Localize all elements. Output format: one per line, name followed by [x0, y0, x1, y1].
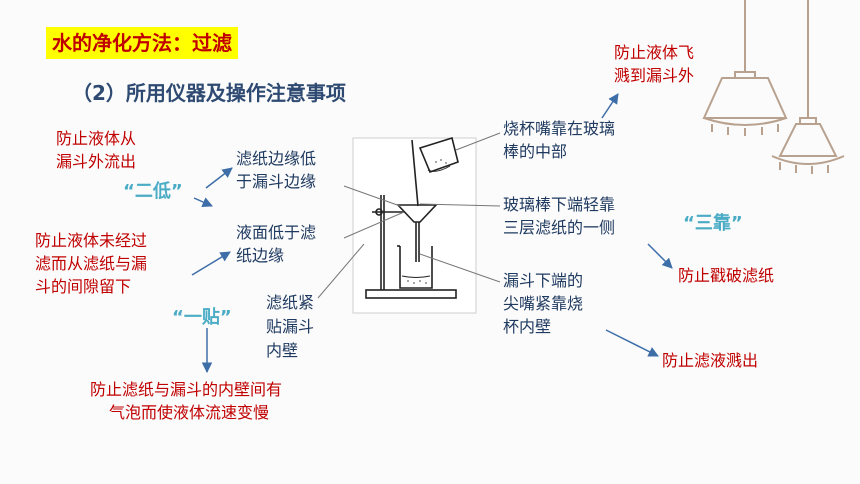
- rule-liquid-lower-line1: 液面低于滤: [236, 223, 317, 242]
- rule-funnel-tip-line2: 尖嘴紧靠烧: [503, 294, 584, 313]
- rule-beaker-spout-line2: 棒的中部: [503, 142, 568, 161]
- note-prevent-filtrate-splash: 防止滤液溅出: [662, 351, 759, 370]
- rule-tie-line1: 滤纸紧: [266, 293, 315, 312]
- note-bubbles-line1: 防止滤纸与漏斗的内壁间有: [90, 380, 283, 399]
- label-yitie: “一贴”: [172, 307, 232, 328]
- note-bubbles-line2: 气泡而使液体流速变慢: [109, 403, 270, 422]
- subtitle: （2）所用仪器及操作注意事项: [72, 81, 346, 105]
- note-prevent-unfiltered-line1: 防止液体未经过: [35, 231, 148, 250]
- note-prevent-unfiltered-line2: 滤而从滤纸与漏: [35, 254, 148, 273]
- note-prevent-splash-line2: 溅到漏斗外: [614, 66, 695, 85]
- label-sankao: “三靠”: [683, 213, 743, 234]
- note-prevent-unfiltered-line3: 斗的间隙留下: [35, 277, 132, 296]
- rule-tie-line3: 内壁: [266, 341, 299, 360]
- page-title: 水的净化方法：过滤: [46, 27, 238, 59]
- rule-funnel-tip-line1: 漏斗下端的: [503, 271, 584, 290]
- note-prevent-outflow-line2: 漏斗外流出: [56, 152, 137, 171]
- rule-glassrod-line1: 玻璃棒下端轻靠: [503, 195, 616, 214]
- rule-tie-line2: 贴漏斗: [266, 317, 315, 336]
- rule-filterpaper-lower-line1: 滤纸边缘低: [236, 149, 317, 168]
- rule-filterpaper-lower-line2: 于漏斗边缘: [236, 172, 317, 191]
- note-prevent-tear: 防止戳破滤纸: [678, 266, 775, 285]
- rule-glassrod-line2: 三层滤纸的一侧: [503, 218, 616, 237]
- rule-funnel-tip-line3: 杯内壁: [503, 317, 552, 336]
- label-erdi: “二低”: [123, 181, 183, 202]
- rule-liquid-lower-line2: 纸边缘: [236, 246, 285, 265]
- note-prevent-splash-line1: 防止液体飞: [614, 43, 695, 62]
- rule-beaker-spout-line1: 烧杯嘴靠在玻璃: [503, 119, 616, 138]
- note-prevent-outflow-line1: 防止液体从: [56, 129, 137, 148]
